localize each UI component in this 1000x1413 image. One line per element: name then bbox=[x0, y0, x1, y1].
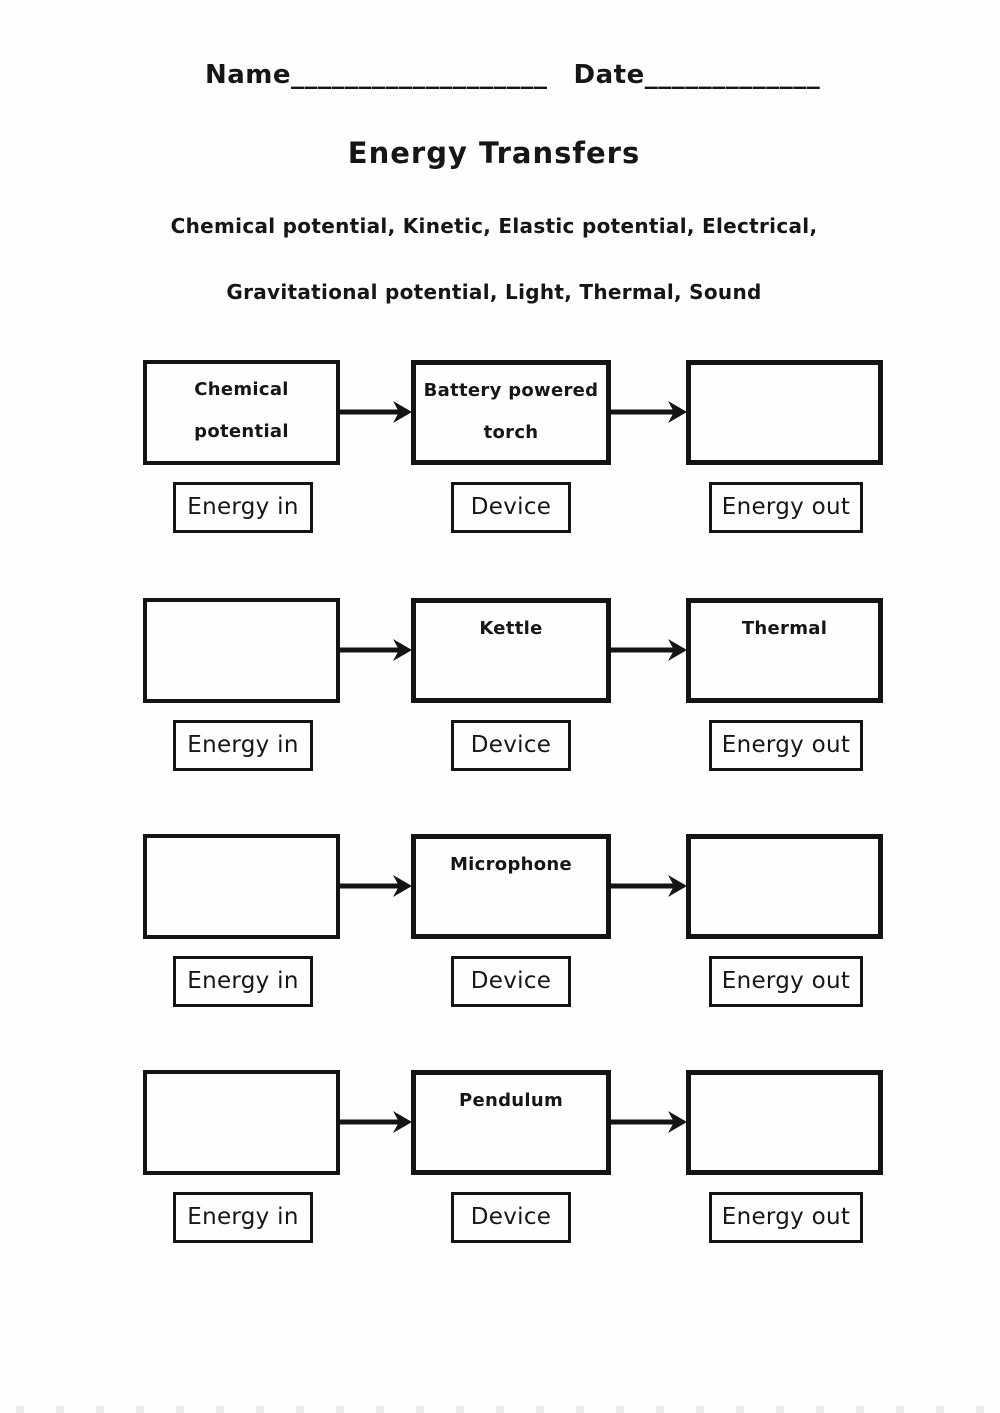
energy-out-caption: Energy out bbox=[709, 720, 863, 771]
device-box: Kettle bbox=[411, 598, 611, 703]
energy-in-text: potential bbox=[194, 421, 289, 442]
device-box: Battery powered torch bbox=[411, 360, 611, 465]
name-underline-field[interactable]: ___________________ bbox=[291, 60, 548, 90]
energy-out-caption: Energy out bbox=[709, 482, 863, 533]
page-title: Energy Transfers bbox=[347, 136, 641, 170]
energy-in-box: Chemical potential bbox=[143, 360, 340, 465]
energy-out-caption: Energy out bbox=[709, 1192, 863, 1243]
arrow-right-icon bbox=[607, 1111, 687, 1133]
energy-in-text: Chemical bbox=[194, 379, 289, 400]
energy-out-box: Thermal bbox=[686, 598, 883, 703]
word-bank-line-1: Chemical potential, Kinetic, Elastic pot… bbox=[170, 214, 818, 238]
energy-out-box[interactable] bbox=[686, 834, 883, 939]
energy-in-caption: Energy in bbox=[173, 1192, 313, 1243]
energy-transfer-row-4: Pendulum Energy in Device Energy out bbox=[0, 1070, 1000, 1255]
name-date-line: Name___________________ Date_____________ bbox=[205, 60, 820, 90]
energy-in-box[interactable] bbox=[143, 1070, 340, 1175]
device-text: Microphone bbox=[449, 854, 573, 875]
arrow-right-icon bbox=[338, 1111, 412, 1133]
arrow-right-icon bbox=[607, 875, 687, 897]
device-caption: Device bbox=[451, 1192, 571, 1243]
energy-in-box[interactable] bbox=[143, 834, 340, 939]
arrow-right-icon bbox=[607, 639, 687, 661]
arrow-right-icon bbox=[338, 875, 412, 897]
device-caption: Device bbox=[451, 720, 571, 771]
device-text: torch bbox=[483, 422, 539, 443]
word-bank: Chemical potential, Kinetic, Elastic pot… bbox=[0, 212, 988, 306]
energy-in-caption: Energy in bbox=[173, 956, 313, 1007]
energy-transfer-row-3: Microphone Energy in Device Energy out bbox=[0, 834, 1000, 1019]
date-underline-field[interactable]: _____________ bbox=[644, 60, 821, 90]
arrow-right-icon bbox=[338, 639, 412, 661]
word-bank-line-2: Gravitational potential, Light, Thermal,… bbox=[226, 280, 762, 304]
energy-out-box[interactable] bbox=[686, 1070, 883, 1175]
energy-in-box[interactable] bbox=[143, 598, 340, 703]
device-text: Kettle bbox=[479, 618, 543, 639]
energy-out-caption: Energy out bbox=[709, 956, 863, 1007]
device-text: Pendulum bbox=[458, 1090, 564, 1111]
device-caption: Device bbox=[451, 956, 571, 1007]
date-label: Date bbox=[573, 60, 645, 90]
energy-in-caption: Energy in bbox=[173, 720, 313, 771]
arrow-right-icon bbox=[607, 401, 687, 423]
device-box: Pendulum bbox=[411, 1070, 611, 1175]
scan-artifact bbox=[0, 1406, 1000, 1413]
name-label: Name bbox=[205, 60, 292, 90]
energy-in-caption: Energy in bbox=[173, 482, 313, 533]
device-text: Battery powered bbox=[423, 380, 599, 401]
energy-transfer-row-1: Chemical potential Battery powered torch… bbox=[0, 360, 1000, 545]
arrow-right-icon bbox=[338, 401, 412, 423]
device-box: Microphone bbox=[411, 834, 611, 939]
energy-transfer-row-2: Kettle Thermal Energy in Device Energy o… bbox=[0, 598, 1000, 783]
energy-out-text: Thermal bbox=[741, 618, 828, 639]
device-caption: Device bbox=[451, 482, 571, 533]
energy-out-box[interactable] bbox=[686, 360, 883, 465]
